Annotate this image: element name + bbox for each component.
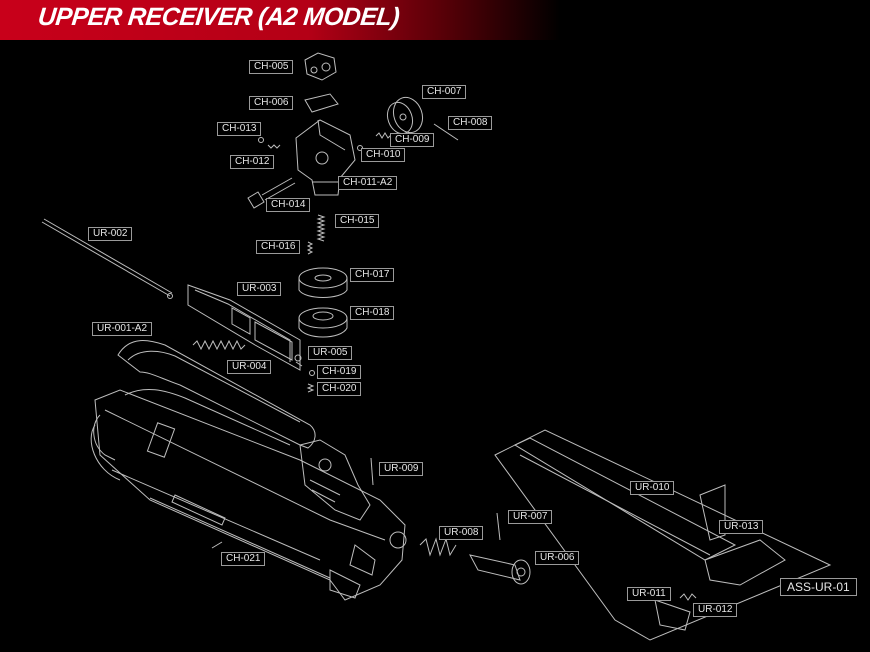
- ch-014-screw: [247, 177, 296, 209]
- ch-013-ball: [258, 137, 264, 143]
- label-ch-005: CH-005: [249, 60, 294, 74]
- label-ch-009: CH-009: [390, 133, 435, 147]
- label-ur-012: UR-012: [693, 603, 738, 617]
- title-banner: [0, 0, 560, 40]
- upper-receiver-part: [90, 340, 407, 601]
- label-ur-010: UR-010: [630, 481, 675, 495]
- ur-009-pin: [370, 457, 374, 486]
- label-ur-004: UR-004: [227, 360, 272, 374]
- ur-003-port-cover: [187, 284, 302, 371]
- ur-007-pin: [496, 512, 501, 541]
- ur-002-rod: [41, 218, 173, 299]
- label-ch-018: CH-018: [350, 306, 395, 320]
- label-ch-020: CH-020: [317, 382, 362, 396]
- label-ur-011: UR-011: [627, 587, 671, 601]
- label-ch-016: CH-016: [256, 240, 301, 254]
- ch-005-part: [304, 52, 337, 81]
- ch-021-pin: [211, 541, 223, 549]
- ch-012-spring: [267, 144, 281, 149]
- label-ch-012: CH-012: [230, 155, 275, 169]
- label-ch-013: CH-013: [217, 122, 262, 136]
- label-ur-001-a2: UR-001-A2: [92, 322, 153, 336]
- ch-008-pin: [433, 123, 459, 141]
- label-ass-ur-01: ASS-UR-01: [780, 578, 857, 596]
- label-ur-009: UR-009: [379, 462, 424, 476]
- ch-018-knob: [298, 307, 348, 338]
- label-ur-008: UR-008: [439, 526, 484, 540]
- ch-007-windage-knob: [386, 96, 424, 135]
- label-ur-006: UR-006: [535, 551, 580, 565]
- ch-015-spring: [316, 214, 326, 242]
- label-ch-007: CH-007: [422, 85, 467, 99]
- label-ch-008: CH-008: [448, 116, 493, 130]
- label-ch-021: CH-021: [221, 552, 266, 566]
- label-ur-003: UR-003: [237, 282, 282, 296]
- ch-009-spring: [375, 132, 392, 139]
- ch-016-spring: [306, 241, 314, 255]
- label-ur-002: UR-002: [88, 227, 133, 241]
- ur-006-forward-assist: [469, 554, 531, 585]
- ch-011-sight-housing: [295, 119, 356, 196]
- ur-008-spring: [419, 537, 457, 557]
- charging-handle-assembly: [494, 429, 832, 641]
- label-ur-007: UR-007: [508, 510, 553, 524]
- ch-017-knob: [298, 267, 348, 298]
- label-ch-010: CH-010: [361, 148, 406, 162]
- label-ch-011-a2: CH-011-A2: [338, 176, 398, 190]
- ch-020-spring: [306, 383, 315, 393]
- label-ur-013: UR-013: [719, 520, 764, 534]
- label-ch-014: CH-014: [266, 198, 311, 212]
- label-ur-005: UR-005: [308, 346, 353, 360]
- ur-005-pin: [295, 361, 303, 367]
- label-ch-017: CH-017: [350, 268, 395, 282]
- ch-006-part: [304, 93, 339, 113]
- ch-019-ball: [309, 370, 315, 376]
- label-ch-006: CH-006: [249, 96, 294, 110]
- ur-004-spring: [192, 339, 246, 351]
- label-ch-019: CH-019: [317, 365, 362, 379]
- label-ch-015: CH-015: [335, 214, 380, 228]
